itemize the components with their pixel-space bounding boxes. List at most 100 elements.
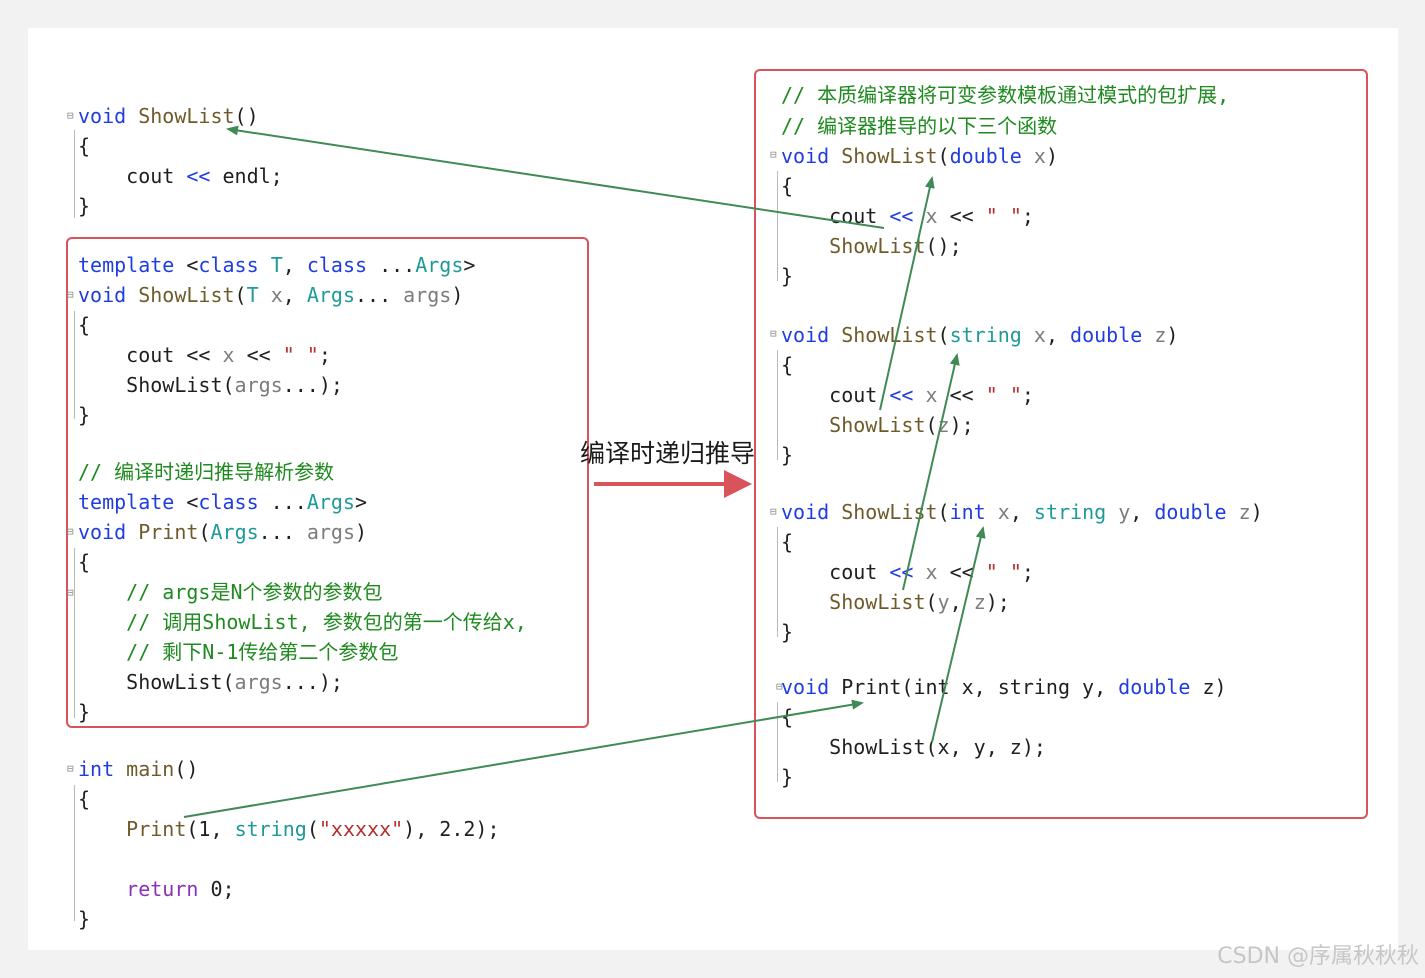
- code-token-text: (): [234, 104, 259, 128]
- code-token-keyword: <<: [889, 560, 914, 584]
- right-code-line: cout << x << " ";: [781, 557, 1034, 587]
- code-token-text: <<: [937, 560, 986, 584]
- code-token-text: [1142, 323, 1154, 347]
- code-token-function: ShowList: [138, 283, 235, 307]
- code-token-text: [829, 144, 841, 168]
- code-token-text: ,: [282, 283, 307, 307]
- fold-marker-icon[interactable]: ⊟: [67, 525, 74, 538]
- fold-marker-icon[interactable]: ⊟: [67, 109, 74, 122]
- code-token-text: z): [1190, 675, 1227, 699]
- code-token-text: {: [78, 787, 91, 811]
- code-token-type_param: string: [949, 323, 1022, 347]
- code-token-keyword: void: [78, 104, 127, 128]
- code-token-text: ...: [367, 253, 416, 277]
- code-token-text: [1227, 500, 1239, 524]
- code-token-string: " ": [282, 343, 319, 367]
- code-token-string: " ": [985, 204, 1022, 228]
- right-code-line: }: [781, 261, 793, 291]
- right-code-line: // 编译器推导的以下三个函数: [781, 111, 1057, 141]
- code-token-text: ): [355, 520, 368, 544]
- code-token-text: ,: [1009, 500, 1034, 524]
- left-code-line: // 调用ShowList, 参数包的第一个传给x,: [78, 607, 527, 637]
- code-token-text: }: [78, 700, 91, 724]
- left-code-line: }: [78, 697, 90, 727]
- code-token-keyword: void: [78, 283, 127, 307]
- right-code-line: void Print(int x, string y, double z): [781, 672, 1227, 702]
- code-token-string: "xxxxx": [318, 817, 404, 841]
- left-code-line: void ShowList(T x, Args... args): [78, 280, 463, 310]
- code-token-keyword: int: [78, 757, 115, 781]
- code-token-function: ShowList: [138, 104, 235, 128]
- code-token-type_param: Args: [415, 253, 464, 277]
- code-token-comment: // 调用ShowList, 参数包的第一个传给x,: [78, 610, 527, 634]
- code-token-param: y: [937, 590, 950, 614]
- left-code-line: Print(1, string("xxxxx"), 2.2);: [78, 814, 499, 844]
- code-token-text: [126, 104, 138, 128]
- code-token-text: {: [781, 353, 794, 377]
- left-code-line: {: [78, 131, 90, 161]
- fold-marker-icon[interactable]: ⊟: [67, 288, 74, 301]
- fold-guide-line: [74, 785, 75, 921]
- fold-marker-icon[interactable]: ⊟: [776, 680, 783, 693]
- code-token-text: >: [354, 490, 368, 514]
- code-token-param: x: [222, 343, 235, 367]
- code-token-param: x: [1033, 323, 1046, 347]
- code-token-text: cout: [781, 560, 890, 584]
- code-token-function: ShowList: [841, 500, 938, 524]
- fold-guide-line: [777, 350, 778, 460]
- code-token-text: ...: [355, 283, 404, 307]
- code-token-keyword: double: [1070, 323, 1143, 347]
- code-token-text: <<: [937, 204, 986, 228]
- code-token-param: y: [1118, 500, 1131, 524]
- code-token-text: Print(int x, string y,: [841, 675, 1119, 699]
- left-code-line: void Print(Args... args): [78, 517, 367, 547]
- left-code-line: }: [78, 904, 90, 934]
- code-token-type_param: string: [1033, 500, 1107, 524]
- code-token-keyword: void: [781, 675, 830, 699]
- right-code-line: void ShowList(int x, string y, double z): [781, 497, 1263, 527]
- code-token-text: (: [925, 413, 938, 437]
- code-token-keyword: int: [949, 500, 986, 524]
- code-token-text: [126, 520, 138, 544]
- code-token-text: [781, 234, 829, 258]
- code-token-keyword: void: [781, 500, 830, 524]
- fold-marker-icon[interactable]: ⊟: [770, 505, 777, 518]
- code-token-text: ...);: [282, 670, 343, 694]
- code-token-text: [259, 253, 271, 277]
- csdn-watermark: CSDN @序属秋秋秋: [1217, 944, 1419, 969]
- fold-marker-icon[interactable]: ⊟: [67, 586, 74, 599]
- code-token-keyword: <<: [889, 383, 914, 407]
- left-code-line: template <class ...Args>: [78, 487, 367, 517]
- code-token-type_param: T: [246, 283, 259, 307]
- code-token-function: ShowList: [841, 323, 938, 347]
- code-token-text: (: [306, 817, 319, 841]
- code-token-text: [78, 877, 126, 901]
- code-token-text: [1022, 144, 1034, 168]
- left-code-line: template <class T, class ...Args>: [78, 250, 475, 280]
- code-token-text: <: [174, 490, 199, 514]
- code-token-function: ShowList: [829, 590, 926, 614]
- code-token-text: ,: [1045, 323, 1071, 347]
- right-code-line: {: [781, 527, 793, 557]
- code-token-type_param: string: [234, 817, 307, 841]
- code-token-text: ;: [1021, 204, 1034, 228]
- fold-marker-icon[interactable]: ⊟: [770, 148, 777, 161]
- code-token-text: {: [78, 134, 91, 158]
- right-code-line: }: [781, 762, 793, 792]
- code-token-keyword: class: [198, 253, 259, 277]
- code-token-text: (: [937, 323, 950, 347]
- code-token-text: [1106, 500, 1118, 524]
- expanded-functions-box: [754, 69, 1368, 819]
- code-token-text: ...: [258, 490, 307, 514]
- left-code-line: cout << x << " ";: [78, 340, 331, 370]
- code-token-text: [829, 500, 841, 524]
- fold-marker-icon[interactable]: ⊟: [770, 327, 777, 340]
- left-code-line: void ShowList(): [78, 101, 259, 131]
- right-code-line: void ShowList(double x): [781, 141, 1058, 171]
- code-token-type_param: T: [270, 253, 283, 277]
- fold-marker-icon[interactable]: ⊟: [67, 762, 74, 775]
- compile-time-label: 编译时递归推导: [580, 439, 756, 468]
- code-token-comment: // 编译时递归推导解析参数: [78, 460, 335, 484]
- code-token-text: );: [985, 590, 1010, 614]
- code-token-text: [1022, 323, 1034, 347]
